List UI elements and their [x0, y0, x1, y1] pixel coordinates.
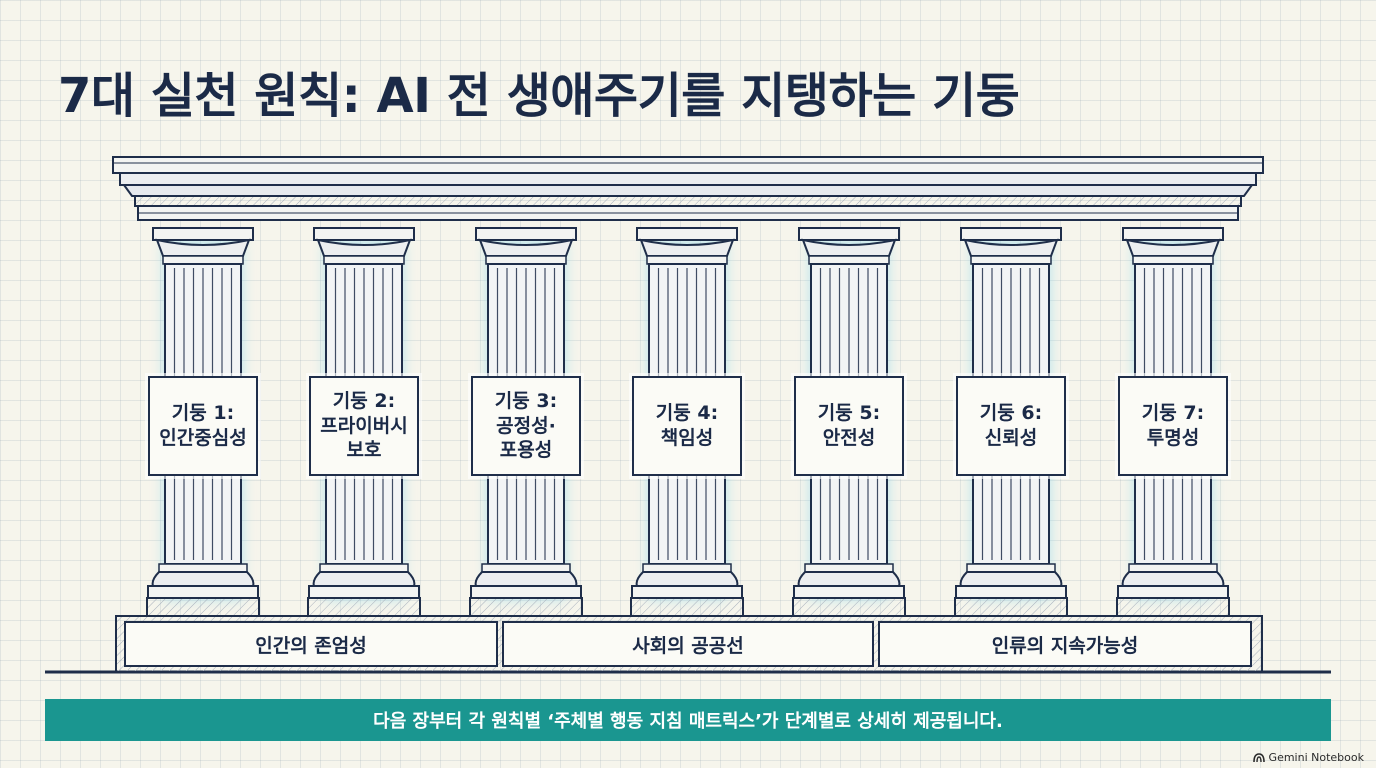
foundation-sustainability: 인류의 지속가능성 [991, 634, 1139, 657]
pillar-3-line2: 공정성· [496, 414, 556, 437]
pillar-3-line1: 기둥 3: [494, 389, 558, 412]
pillar-label-6: 기둥 6:신뢰성 [956, 376, 1066, 476]
pillar-1-line2: 인간중심성 [159, 427, 247, 449]
foundation-platform [115, 615, 1263, 673]
pillar-label-4: 기둥 4:책임성 [632, 376, 742, 476]
watermark-text: Gemini Notebook [1268, 751, 1364, 764]
pillar-4-line2: 책임성 [660, 427, 714, 449]
pillar-6-line1: 기둥 6: [979, 402, 1043, 425]
notebook-logo-icon [1252, 752, 1265, 762]
pillar-4-line1: 기둥 4: [655, 402, 719, 425]
pillar-2-line1: 기둥 2: [332, 389, 396, 412]
pillar-label-3: 기둥 3:공정성·포용성 [471, 376, 581, 476]
pillar-6-line2: 신뢰성 [984, 427, 1038, 449]
watermark: Gemini Notebook [1252, 751, 1364, 764]
pillar-label-1: 기둥 1:인간중심성 [148, 376, 258, 476]
pillar-5-line1: 기둥 5: [817, 402, 881, 425]
pillar-2-line3: 보호 [346, 439, 382, 462]
pillar-label-7: 기둥 7:투명성 [1118, 376, 1228, 476]
pillar-2-line2: 프라이버시 [320, 414, 408, 437]
page-title: 7대 실천 원칙: AI 전 생애주기를 지탱하는 기둥 [58, 68, 1020, 124]
pillar-7-line2: 투명성 [1146, 427, 1200, 449]
foundation-public-good: 사회의 공공선 [632, 634, 744, 657]
pillar-3-line3: 포용성 [499, 439, 553, 462]
pillar-5-line2: 안전성 [822, 427, 876, 449]
pillar-7-line1: 기둥 7: [1141, 402, 1205, 425]
pillar-1-line1: 기둥 1: [171, 402, 235, 425]
pillar-label-5: 기둥 5:안전성 [794, 376, 904, 476]
footer-banner: 다음 장부터 각 원칙별 ‘주체별 행동 지침 매트릭스’가 단계별로 상세히 … [45, 699, 1331, 741]
entablature [112, 156, 1264, 221]
foundation-human-dignity: 인간의 존엄성 [255, 634, 367, 657]
